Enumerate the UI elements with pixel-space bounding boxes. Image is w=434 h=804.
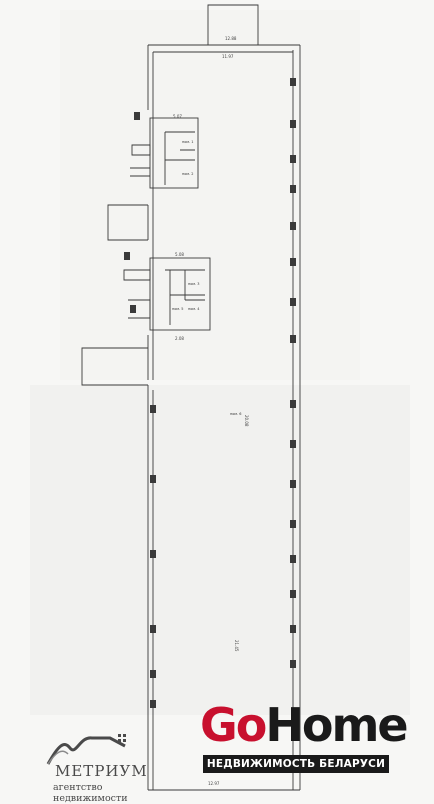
dim-text: 12.97: [208, 781, 220, 786]
dim-text: 2.08: [175, 336, 184, 341]
room-label: пом. 1: [182, 140, 194, 144]
gohome-tagline: НЕДВИЖИМОСТЬ БЕЛАРУСИ: [203, 755, 389, 773]
room-label: пом. 2: [182, 172, 194, 176]
gohome-home-text: Home: [265, 698, 408, 752]
gohome-wordmark: GoHome: [200, 702, 409, 748]
dim-text: 20.08: [244, 415, 249, 427]
outer-wall-left-lower: [147, 385, 154, 790]
room-block-middle: [149, 257, 211, 331]
left-annex-1: [107, 204, 148, 241]
room-label: пом. 4: [188, 307, 200, 311]
gohome-go-text: Go: [200, 698, 267, 752]
room-label: пом. 3: [188, 282, 200, 286]
dim-text: 11.97: [222, 54, 234, 59]
dim-text: 5.07: [173, 114, 182, 119]
dim-text: 5.08: [175, 252, 184, 257]
metrium-tagline: агентство недвижимости: [53, 782, 128, 804]
metrium-name: МЕТРИУМ: [55, 762, 148, 780]
room-label: пом. 6: [230, 412, 242, 416]
room-label: пом. 5: [172, 307, 184, 311]
metrium-roof-icon: [46, 734, 126, 765]
gohome-logo: GoHome НЕДВИЖИМОСТЬ БЕЛАРУСИ: [200, 702, 409, 778]
top-alcove-wall: [207, 4, 259, 45]
metrium-logo: МЕТРИУМ агентство недвижимости: [30, 726, 180, 804]
dim-text: 12.88: [225, 36, 237, 41]
left-annex-2: [81, 347, 148, 386]
dim-text: 21.45: [234, 640, 239, 652]
